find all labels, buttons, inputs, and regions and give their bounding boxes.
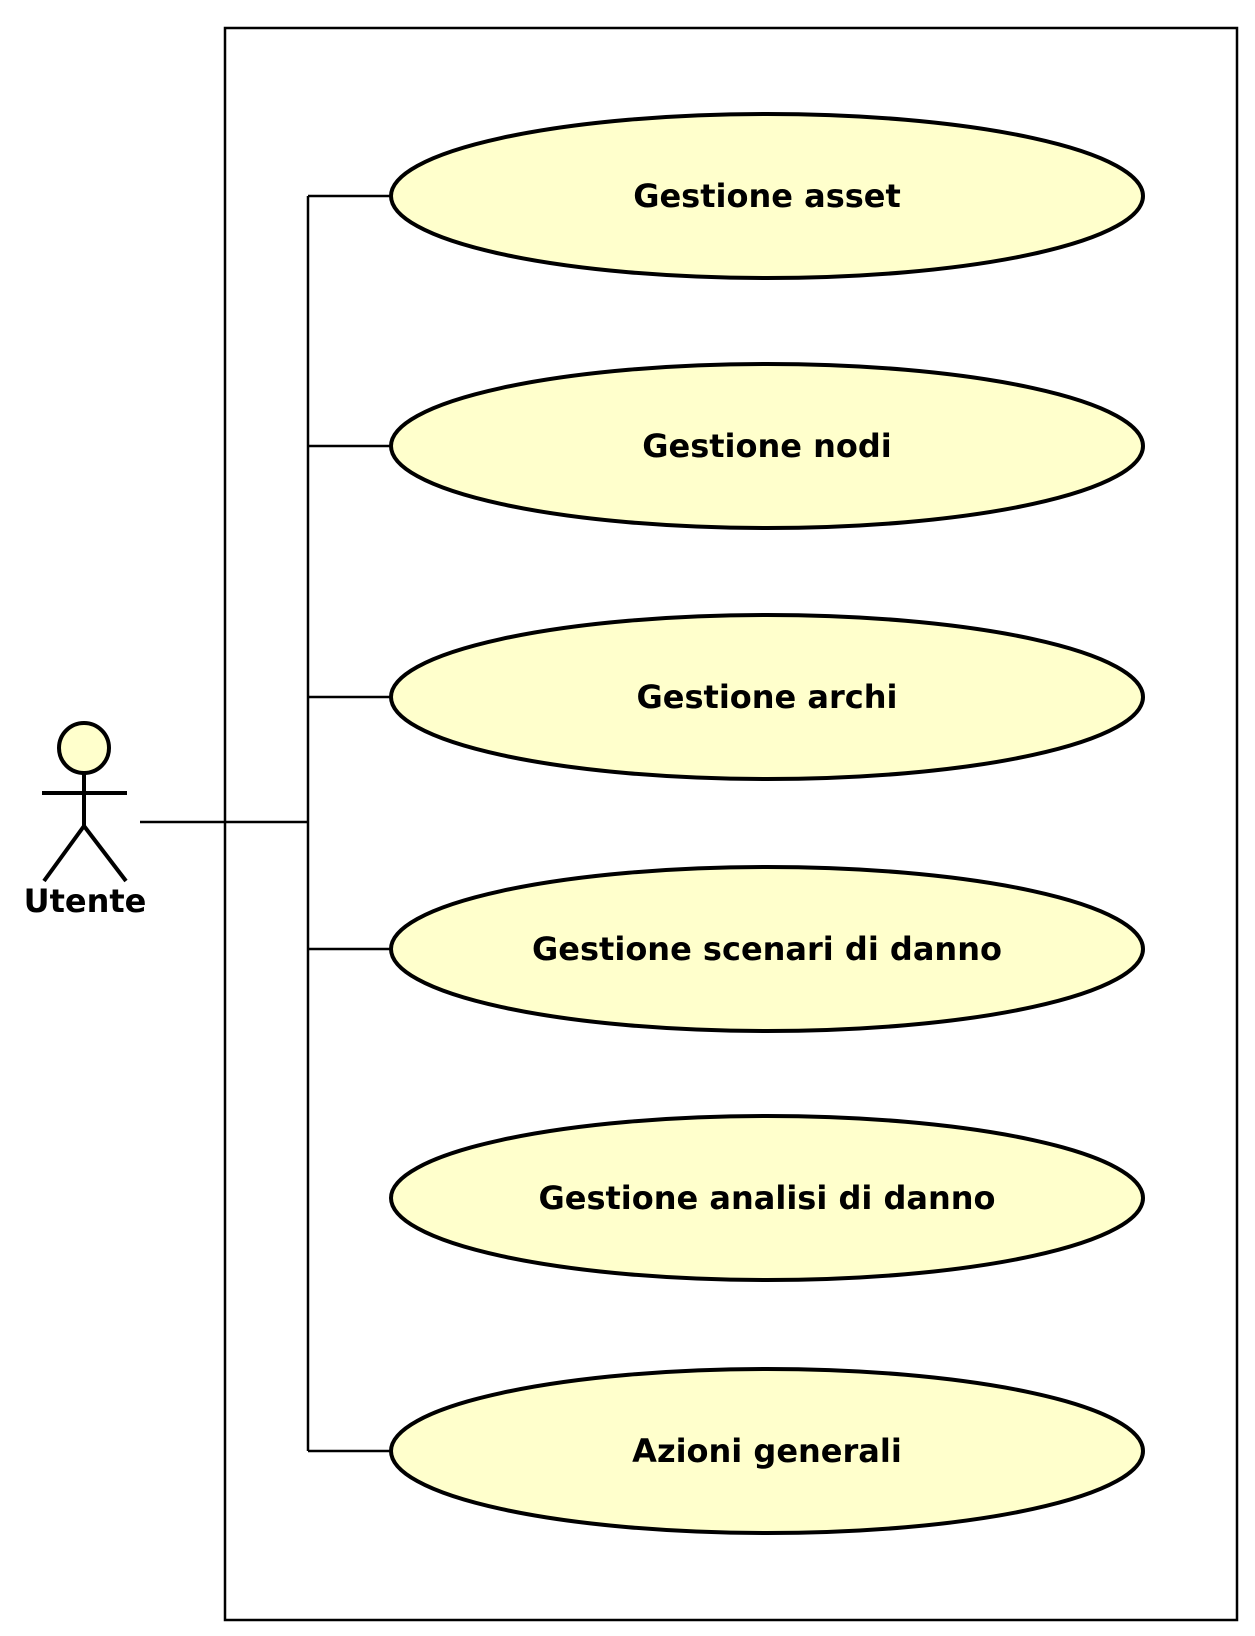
use-case-label: Azioni generali [632,1432,902,1470]
use-case-ellipse [389,1114,1145,1282]
actor[interactable]: Utente [24,721,147,920]
use-case-ellipse [389,362,1145,530]
actor-leg-right [82,824,128,883]
use-case-ellipse [389,1367,1145,1535]
use-case-label: Gestione analisi di danno [538,1179,995,1217]
stick-figure-icon [42,721,128,883]
use-case-ellipse [389,865,1145,1033]
use-case[interactable]: Gestione nodi [389,362,1145,530]
use-case-ellipse [389,112,1145,280]
use-case[interactable]: Gestione asset [389,112,1145,280]
use-case[interactable]: Azioni generali [389,1367,1145,1535]
actor-leg-left [42,824,86,883]
use-case-label: Gestione nodi [642,427,892,465]
use-case-label: Gestione scenari di danno [532,930,1002,968]
use-case[interactable]: Gestione analisi di danno [389,1114,1145,1282]
use-case[interactable]: Gestione scenari di danno [389,865,1145,1033]
associations [140,194,391,1453]
use-case-ellipse [389,613,1145,781]
use-case-label: Gestione archi [637,678,898,716]
actor-head [57,721,111,775]
system-boundary [223,26,1239,1622]
use-case-label: Gestione asset [633,177,901,215]
use-case[interactable]: Gestione archi [389,613,1145,781]
actor-name: Utente [24,882,147,920]
